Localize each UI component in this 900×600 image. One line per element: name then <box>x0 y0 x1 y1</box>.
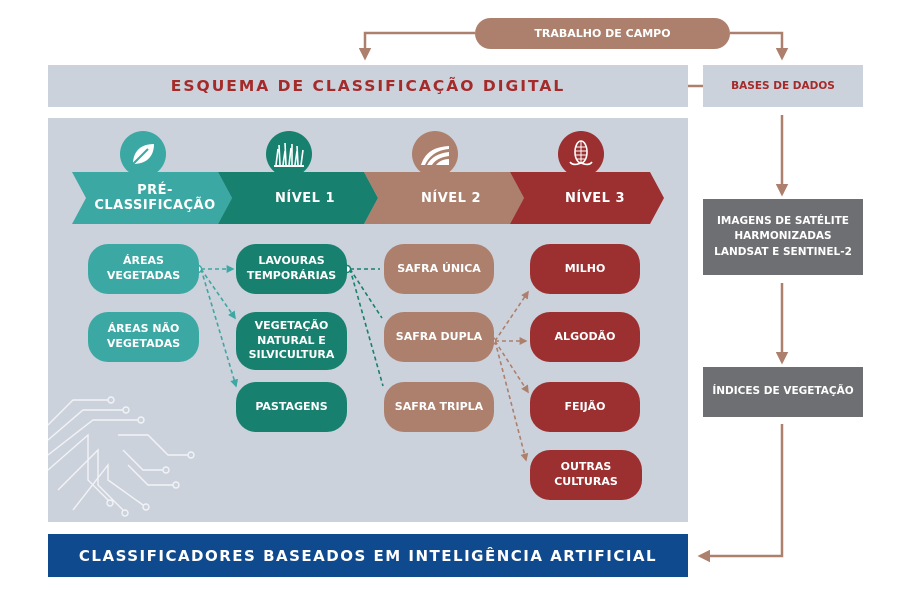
node-temporary-crops: LAVOURAS TEMPORÁRIAS <box>236 244 347 294</box>
node-double-crop: SAFRA DUPLA <box>384 312 494 362</box>
node-beans: FEIJÃO <box>530 382 640 432</box>
level-label-n1: NÍVEL 1 <box>274 190 335 206</box>
node-natural-vegetation: VEGETAÇÃO NATURAL E SILVICULTURA <box>236 312 347 370</box>
level-label-pre: PRÉ-CLASSIFICAÇÃO <box>94 183 216 213</box>
satellite-images-box: IMAGENS DE SATÉLITE HARMONIZADAS LANDSAT… <box>703 199 863 275</box>
corn-icon <box>558 131 604 177</box>
leaf-icon <box>120 131 166 177</box>
node-pastures: PASTAGENS <box>236 382 347 432</box>
page-title: ESQUEMA DE CLASSIFICAÇÃO DIGITAL <box>48 65 688 107</box>
node-non-vegetated-areas: ÁREAS NÃO VEGETADAS <box>88 312 199 362</box>
node-single-crop: SAFRA ÚNICA <box>384 244 494 294</box>
satellite-line: LANDSAT E SENTINEL-2 <box>714 245 852 258</box>
databases-box: BASES DE DADOS <box>703 65 863 107</box>
node-corn: MILHO <box>530 244 640 294</box>
chevron-n1 <box>218 172 378 224</box>
level-label-n2: NÍVEL 2 <box>420 190 481 206</box>
node-line: VEGETADAS <box>106 337 181 350</box>
field-work-pill: TRABALHO DE CAMPO <box>475 18 730 49</box>
node-line: SILVICULTURA <box>248 348 335 362</box>
node-line: VEGETAÇÃO <box>254 318 329 332</box>
circuit-decoration <box>48 396 195 517</box>
field-icon <box>412 131 458 177</box>
ai-classifiers-bar: CLASSIFICADORES BASEADOS EM INTELIGÊNCIA… <box>48 534 688 577</box>
level-label-n3: NÍVEL 3 <box>564 190 625 206</box>
node-triple-crop: SAFRA TRIPLA <box>384 382 494 432</box>
chevron-n3 <box>510 172 664 224</box>
node-vegetated-areas: ÁREAS VEGETADAS <box>88 244 199 294</box>
node-line: LAVOURAS <box>258 254 325 268</box>
node-cotton: ALGODÃO <box>530 312 640 362</box>
node-line: ÁREAS NÃO <box>107 322 180 336</box>
vegetation-indices-box: ÍNDICES DE VEGETAÇÃO <box>703 367 863 417</box>
chevron-n2 <box>364 172 524 224</box>
satellite-line: HARMONIZADAS <box>734 230 832 243</box>
node-line: TEMPORÁRIAS <box>246 269 337 282</box>
chevron-pre <box>72 172 232 224</box>
satellite-line: IMAGENS DE SATÉLITE <box>717 215 849 228</box>
node-line: NATURAL E <box>257 333 326 347</box>
level-chevrons <box>72 172 664 224</box>
node-other-crops: OUTRAS CULTURAS <box>530 450 642 500</box>
grass-icon <box>266 131 312 177</box>
